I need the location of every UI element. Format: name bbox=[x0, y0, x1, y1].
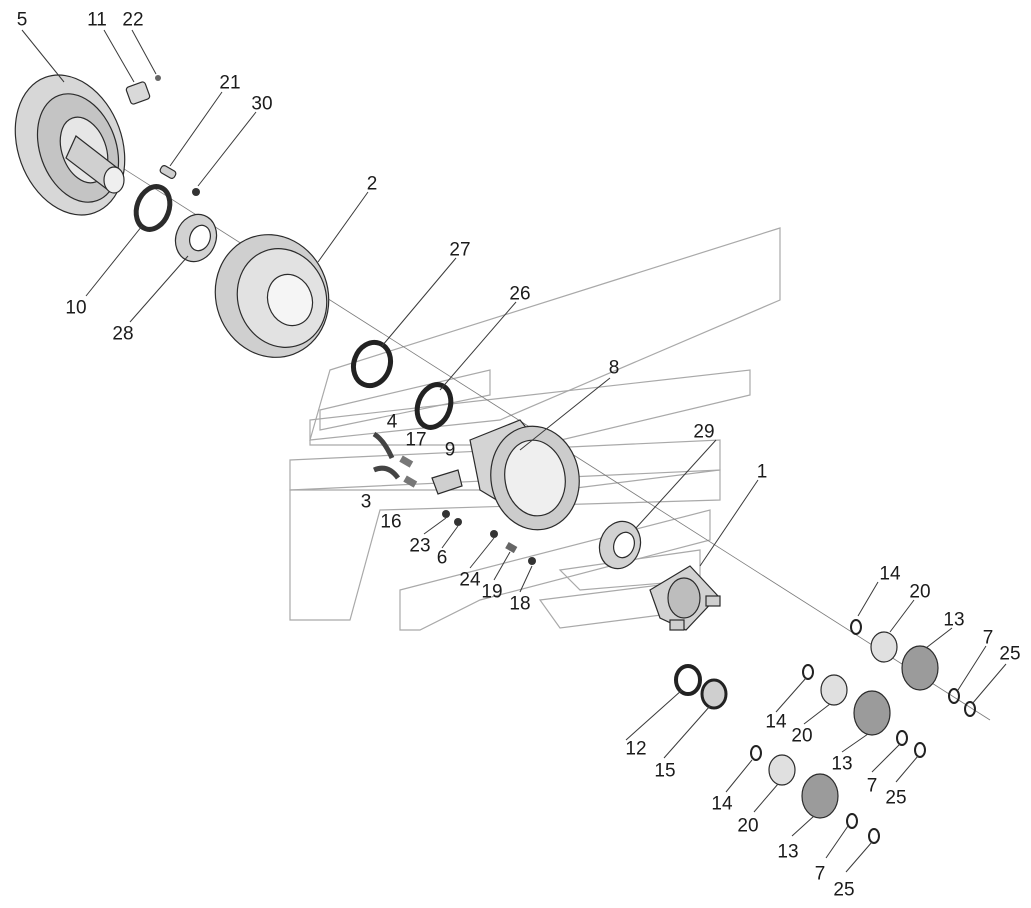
callout-26: 26 bbox=[509, 283, 531, 305]
seal-ring-part-10 bbox=[133, 184, 173, 232]
callout-5: 5 bbox=[16, 9, 28, 31]
cover-plate-part-11 bbox=[125, 81, 151, 105]
ball-part-30 bbox=[192, 188, 200, 196]
callout-25-a: 25 bbox=[999, 643, 1021, 665]
callout-14-a: 14 bbox=[879, 563, 901, 585]
callout-18: 18 bbox=[509, 593, 531, 615]
ring-part-25-a bbox=[964, 701, 976, 717]
callout-7-b: 7 bbox=[866, 775, 878, 797]
callout-14-b: 14 bbox=[765, 711, 787, 733]
washer-part-7-a bbox=[948, 688, 960, 704]
washer-part-7-c bbox=[846, 813, 858, 829]
callout-8: 8 bbox=[608, 357, 620, 379]
callout-19: 19 bbox=[481, 581, 503, 603]
ring-part-25-c bbox=[868, 828, 880, 844]
plug-part-24 bbox=[490, 530, 498, 538]
callout-28: 28 bbox=[112, 323, 134, 345]
gear-part-13-b bbox=[853, 690, 891, 736]
callout-21: 21 bbox=[219, 72, 241, 94]
callout-4: 4 bbox=[386, 411, 398, 433]
callout-13-b: 13 bbox=[831, 753, 853, 775]
planetary-carrier-part-1 bbox=[649, 565, 721, 631]
planet-gear-set-upper bbox=[850, 619, 976, 717]
plug-part-19 bbox=[505, 542, 518, 554]
washer-part-14-c bbox=[750, 745, 762, 761]
nut-part-23 bbox=[442, 510, 450, 518]
callout-23: 23 bbox=[409, 535, 431, 557]
callout-2: 2 bbox=[366, 173, 378, 195]
gear-part-13-a bbox=[901, 645, 939, 691]
fitting-part-17 bbox=[399, 455, 414, 468]
callout-7-a: 7 bbox=[982, 627, 994, 649]
planet-gear-set-middle bbox=[802, 664, 926, 758]
callout-20-c: 20 bbox=[737, 815, 759, 837]
hose-part-4 bbox=[372, 431, 395, 460]
callout-17: 17 bbox=[405, 429, 427, 451]
axle-housing-part-8 bbox=[469, 419, 580, 531]
callout-30: 30 bbox=[251, 93, 273, 115]
wheel-hub-part-5 bbox=[14, 74, 126, 216]
callout-22: 22 bbox=[122, 9, 144, 31]
leader-lines bbox=[21, 29, 1007, 873]
callout-9: 9 bbox=[444, 439, 456, 461]
callout-10: 10 bbox=[65, 297, 87, 319]
callout-14-c: 14 bbox=[711, 793, 733, 815]
callout-6: 6 bbox=[436, 547, 448, 569]
callout-15: 15 bbox=[654, 760, 676, 782]
callout-29: 29 bbox=[693, 421, 715, 443]
sleeve-part-20-b bbox=[820, 674, 848, 706]
sleeve-part-20-c bbox=[768, 754, 796, 786]
fitting-part-16 bbox=[403, 475, 418, 488]
screw-part-22 bbox=[155, 75, 161, 81]
callout-3: 3 bbox=[360, 491, 372, 513]
bracket-part-9 bbox=[431, 469, 463, 495]
seal-part-27 bbox=[350, 339, 394, 389]
bolt-part-6 bbox=[454, 518, 462, 526]
plug-part-18 bbox=[528, 557, 536, 565]
callout-20-a: 20 bbox=[909, 581, 931, 603]
callout-13-c: 13 bbox=[777, 841, 799, 863]
gear-part-13-c bbox=[801, 773, 839, 819]
callout-7-c: 7 bbox=[814, 863, 826, 885]
seal-part-26 bbox=[414, 382, 454, 430]
callout-27: 27 bbox=[449, 239, 471, 261]
bearing-part-29 bbox=[598, 520, 642, 570]
callout-13-a: 13 bbox=[943, 609, 965, 631]
pin-part-21 bbox=[159, 165, 177, 179]
brake-housing-part-2 bbox=[214, 234, 330, 358]
callout-25-b: 25 bbox=[885, 787, 907, 809]
planet-gear-set-lower bbox=[750, 745, 880, 844]
callout-16: 16 bbox=[380, 511, 402, 533]
washer-part-14-b bbox=[802, 664, 814, 680]
callout-24: 24 bbox=[459, 569, 481, 591]
hose-part-3 bbox=[373, 465, 401, 480]
callout-12: 12 bbox=[625, 738, 647, 760]
ring-part-12 bbox=[674, 664, 702, 696]
washer-part-7-b bbox=[896, 730, 908, 746]
callout-1: 1 bbox=[756, 461, 768, 483]
callout-20-b: 20 bbox=[791, 725, 813, 747]
callout-11: 11 bbox=[87, 9, 107, 31]
bearing-part-28 bbox=[174, 213, 218, 263]
sleeve-part-20-a bbox=[870, 631, 898, 663]
callout-25-c: 25 bbox=[833, 879, 855, 901]
washer-part-14-a bbox=[850, 619, 862, 635]
bearing-part-15 bbox=[700, 678, 728, 710]
ring-part-25-b bbox=[914, 742, 926, 758]
